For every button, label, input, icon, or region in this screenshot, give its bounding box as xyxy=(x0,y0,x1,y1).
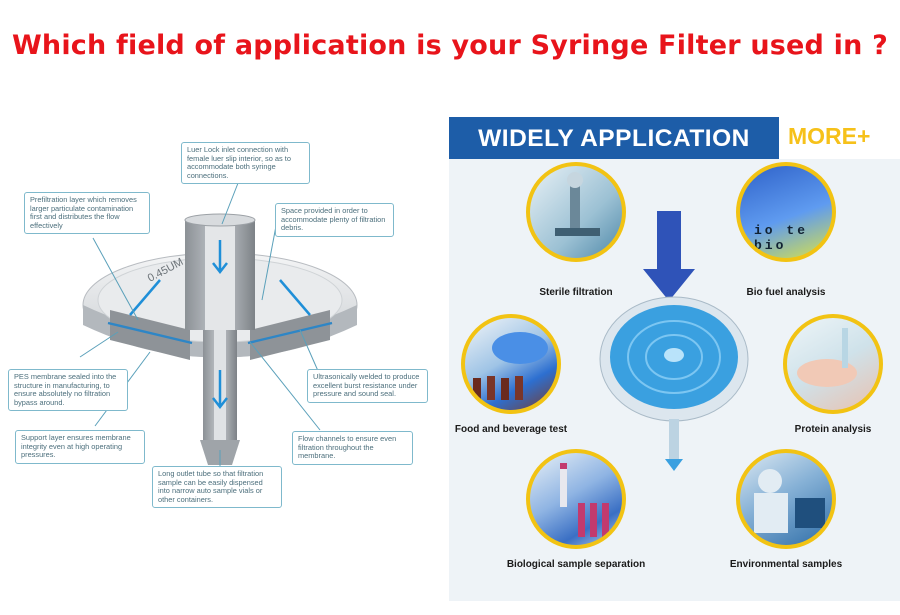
lab-worker-icon xyxy=(754,469,825,533)
callout-ultrasonic-weld: Ultrasonically welded to produce excelle… xyxy=(307,369,428,403)
label-protein-analysis: Protein analysis xyxy=(794,424,872,435)
biological-sample-image xyxy=(526,449,626,549)
label-bio-fuel-analysis: Bio fuel analysis xyxy=(746,287,826,298)
application-panel: WIDELY APPLICATION MORE+ Sterile filtrat… xyxy=(449,113,900,601)
more-link[interactable]: MORE+ xyxy=(788,123,871,149)
test-tubes-icon xyxy=(560,463,609,537)
callout-prefiltration: Prefiltration layer which removes larger… xyxy=(24,192,150,235)
callout-outlet-tube: Long outlet tube so that filtration samp… xyxy=(152,466,282,509)
glove-hand-icon xyxy=(473,332,548,400)
pipette-hand-icon xyxy=(797,328,857,387)
application-banner: WIDELY APPLICATION xyxy=(449,117,779,161)
label-sterile-filtration: Sterile filtration xyxy=(539,287,613,298)
callout-debris-space: Space provided in order to accommodate p… xyxy=(275,203,394,237)
filter-cross-section-diagram: 0.45UM Luer Lock inlet connection with f… xyxy=(0,120,440,550)
bio-bottle-text: io te bio xyxy=(754,223,809,253)
label-biological-separation: Biological sample separation xyxy=(506,559,646,570)
food-beverage-image xyxy=(461,314,561,414)
filter-center-illustration xyxy=(599,211,749,471)
application-area: Sterile filtration io te bio Bio fuel an… xyxy=(449,159,900,601)
sterile-filtration-image xyxy=(526,162,626,262)
callout-luer-lock: Luer Lock inlet connection with female l… xyxy=(181,142,310,185)
label-environmental-samples: Environmental samples xyxy=(729,559,843,570)
protein-analysis-image xyxy=(783,314,883,414)
callout-pes-membrane: PES membrane sealed into the structure i… xyxy=(8,369,128,412)
page-headline: Which field of application is your Syrin… xyxy=(11,30,889,61)
filter-illustration: 0.45UM xyxy=(79,177,358,468)
callout-flow-channels: Flow channels to ensure even filtration … xyxy=(292,431,413,465)
microscope-icon xyxy=(555,172,600,236)
label-food-beverage: Food and beverage test xyxy=(454,424,568,435)
bio-fuel-image: io te bio xyxy=(736,162,836,262)
environmental-samples-image xyxy=(736,449,836,549)
callout-support-layer: Support layer ensures membrane integrity… xyxy=(15,430,145,464)
